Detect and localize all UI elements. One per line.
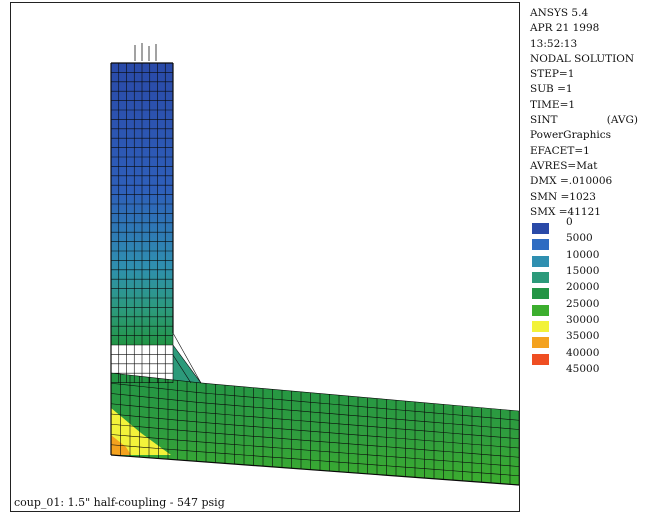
avg-tag: (AVG) — [606, 114, 638, 127]
step-value: STEP=1 — [530, 68, 575, 81]
legend-label: 35000 — [566, 330, 600, 343]
legend-entry: 40000 — [530, 347, 648, 370]
legend-label: 0 — [566, 216, 573, 229]
contour-plot[interactable] — [11, 3, 519, 511]
sub-value: SUB =1 — [530, 83, 573, 96]
high-stress-yellow — [111, 408, 171, 455]
dmx-value: DMX =.010006 — [530, 175, 613, 188]
result-item-row: SINT (AVG) — [530, 113, 648, 128]
app-version: ANSYS 5.4 — [530, 7, 589, 19]
model-title: coup_01: 1.5" half-coupling - 547 psig — [14, 496, 225, 509]
legend-swatch — [532, 304, 549, 316]
solution-type: NODAL SOLUTION — [530, 52, 635, 65]
legend-swatch — [532, 255, 549, 267]
smx-value: SMX =41121 — [530, 205, 601, 218]
graphics-window[interactable]: coup_01: 1.5" half-coupling - 547 psig — [10, 2, 520, 512]
efacet-value: EFACET=1 — [530, 144, 590, 157]
element-mesh — [110, 62, 519, 486]
graphics-mode: PowerGraphics — [530, 129, 611, 142]
legend-label: 20000 — [566, 281, 600, 294]
legend-entry: 30000 — [530, 314, 648, 337]
pressure-arrows — [134, 43, 157, 61]
legend-label: 15000 — [566, 265, 600, 278]
time-value: TIME=1 — [530, 98, 576, 111]
legend-entry: 20000 — [530, 281, 648, 304]
legend-label: 25000 — [566, 297, 600, 310]
legend-label: 30000 — [566, 313, 600, 326]
legend-label: 45000 — [566, 362, 600, 375]
run-date: APR 21 1998 — [530, 22, 600, 35]
legend-swatch — [532, 272, 549, 284]
smn-value: SMN =1023 — [530, 190, 596, 203]
legend-label: 40000 — [566, 346, 600, 359]
legend-label: 5000 — [566, 232, 593, 245]
legend-entry: 15000 — [530, 265, 648, 288]
legend-entry: 25000 — [530, 298, 648, 321]
legend-entry: 5000 — [530, 232, 648, 255]
legend-entry: 35000 — [530, 330, 648, 353]
horizontal-leg-fill — [111, 373, 519, 485]
legend-swatch — [532, 288, 549, 300]
result-item: SINT — [530, 114, 558, 127]
legend-swatch — [532, 320, 549, 332]
legend-label: 10000 — [566, 248, 600, 261]
legend-swatch — [532, 239, 549, 251]
legend-swatch — [532, 353, 549, 365]
status-panel: ANSYS 5.4 APR 21 1998 13:52:13 NODAL SOL… — [530, 6, 648, 386]
legend-swatch — [532, 337, 549, 349]
legend-entry: 10000 — [530, 249, 648, 272]
legend-swatch — [532, 223, 549, 235]
fillet-fill — [173, 333, 201, 383]
run-time: 13:52:13 — [530, 37, 578, 50]
contour-legend: 0 5000 10000 15000 20000 25000 30000 350… — [530, 216, 648, 386]
legend-entry: 0 — [530, 216, 648, 239]
high-stress-orange — [111, 435, 131, 455]
avres-value: AVRES=Mat — [530, 159, 598, 172]
legend-entry: 45000 — [530, 363, 648, 386]
